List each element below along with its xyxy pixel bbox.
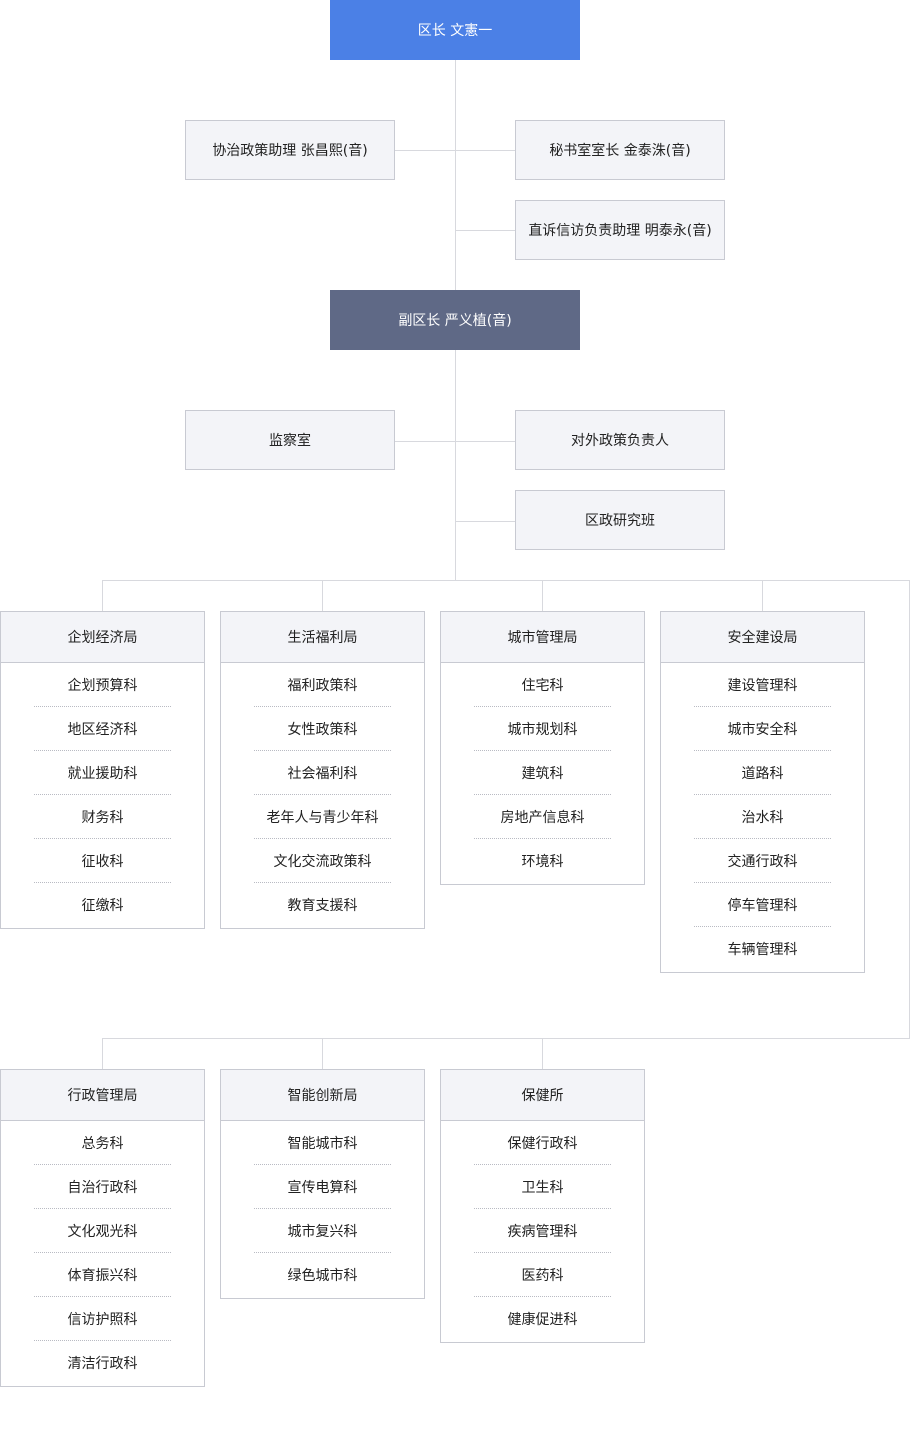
- section-list: 保健行政科卫生科疾病管理科医药科健康促进科: [441, 1121, 644, 1342]
- section-item[interactable]: 信访护照科: [34, 1297, 171, 1341]
- connector-row2-drop-1: [102, 1038, 103, 1069]
- section-item[interactable]: 清洁行政科: [67, 1355, 138, 1372]
- section-item[interactable]: 财务科: [34, 795, 171, 839]
- department-card: 保健所保健行政科卫生科疾病管理科医药科健康促进科: [440, 1069, 645, 1343]
- head-staff-left-box[interactable]: 协治政策助理 张昌熙(音): [185, 120, 395, 180]
- department-title[interactable]: 安全建设局: [661, 612, 864, 663]
- deputy-staff-right-top-box[interactable]: 对外政策负责人: [515, 410, 725, 470]
- section-list: 企划预算科地区经济科就业援助科财务科征收科征缴科: [1, 663, 204, 928]
- head-staff-right-bottom-label: 直诉信访负责助理 明泰永(音): [528, 223, 712, 239]
- section-item[interactable]: 交通行政科: [694, 839, 831, 883]
- section-item[interactable]: 疾病管理科: [474, 1209, 611, 1253]
- connector-row2-drop-2: [322, 1038, 323, 1069]
- head-label: 区长 文憲一: [417, 23, 493, 39]
- section-item[interactable]: 建设管理科: [694, 663, 831, 707]
- section-item[interactable]: 自治行政科: [34, 1165, 171, 1209]
- section-item[interactable]: 总务科: [34, 1121, 171, 1165]
- section-item[interactable]: 医药科: [474, 1253, 611, 1297]
- section-item[interactable]: 房地产信息科: [474, 795, 611, 839]
- section-item[interactable]: 征收科: [34, 839, 171, 883]
- section-item[interactable]: 宣传电算科: [254, 1165, 391, 1209]
- connector-deputy-right-bottom: [456, 521, 515, 522]
- department-card: 企划经济局企划预算科地区经济科就业援助科财务科征收科征缴科: [0, 611, 205, 929]
- section-item[interactable]: 卫生科: [474, 1165, 611, 1209]
- section-item[interactable]: 道路科: [694, 751, 831, 795]
- section-item[interactable]: 女性政策科: [254, 707, 391, 751]
- section-item[interactable]: 停车管理科: [694, 883, 831, 927]
- section-item[interactable]: 老年人与青少年科: [254, 795, 391, 839]
- department-card: 行政管理局总务科自治行政科文化观光科体育振兴科信访护照科清洁行政科: [0, 1069, 205, 1387]
- connector-head-right-top: [456, 150, 515, 151]
- section-item[interactable]: 体育振兴科: [34, 1253, 171, 1297]
- department-card: 生活福利局福利政策科女性政策科社会福利科老年人与青少年科文化交流政策科教育支援科: [220, 611, 425, 929]
- deputy-box[interactable]: 副区长 严义植(音): [330, 290, 580, 350]
- department-title[interactable]: 生活福利局: [221, 612, 424, 663]
- department-title[interactable]: 企划经济局: [1, 612, 204, 663]
- section-item[interactable]: 住宅科: [474, 663, 611, 707]
- section-item[interactable]: 教育支援科: [287, 897, 358, 914]
- connector-row1-drop-4: [762, 580, 763, 611]
- section-item[interactable]: 建筑科: [474, 751, 611, 795]
- connector-row1-horizontal: [102, 580, 910, 581]
- section-item[interactable]: 就业援助科: [34, 751, 171, 795]
- deputy-label: 副区长 严义植(音): [398, 313, 512, 329]
- section-item[interactable]: 征缴科: [81, 897, 124, 914]
- section-list: 建设管理科城市安全科道路科治水科交通行政科停车管理科车辆管理科: [661, 663, 864, 972]
- section-item[interactable]: 健康促进科: [507, 1311, 578, 1328]
- section-item[interactable]: 绿色城市科: [287, 1267, 358, 1284]
- head-staff-left-label: 协治政策助理 张昌熙(音): [212, 143, 368, 159]
- connector-row2-horizontal: [102, 1038, 910, 1039]
- deputy-staff-left-box[interactable]: 监察室: [185, 410, 395, 470]
- department-title[interactable]: 行政管理局: [1, 1070, 204, 1121]
- head-staff-right-bottom-box[interactable]: 直诉信访负责助理 明泰永(音): [515, 200, 725, 260]
- department-title[interactable]: 智能创新局: [221, 1070, 424, 1121]
- section-item[interactable]: 社会福利科: [254, 751, 391, 795]
- section-item[interactable]: 环境科: [521, 853, 564, 870]
- connector-head-right-bottom: [456, 230, 515, 231]
- section-item[interactable]: 治水科: [694, 795, 831, 839]
- connector-deputy-right-top: [456, 441, 515, 442]
- section-list: 总务科自治行政科文化观光科体育振兴科信访护照科清洁行政科: [1, 1121, 204, 1386]
- section-item[interactable]: 福利政策科: [254, 663, 391, 707]
- department-title[interactable]: 保健所: [441, 1070, 644, 1121]
- section-item[interactable]: 文化交流政策科: [254, 839, 391, 883]
- department-card: 城市管理局住宅科城市规划科建筑科房地产信息科环境科: [440, 611, 645, 885]
- department-title[interactable]: 城市管理局: [441, 612, 644, 663]
- department-card: 智能创新局智能城市科宣传电算科城市复兴科绿色城市科: [220, 1069, 425, 1299]
- head-staff-right-top-box[interactable]: 秘书室室长 金泰洙(音): [515, 120, 725, 180]
- connector-deputy-left: [395, 441, 455, 442]
- connector-row1-drop-3: [542, 580, 543, 611]
- section-list: 福利政策科女性政策科社会福利科老年人与青少年科文化交流政策科教育支援科: [221, 663, 424, 928]
- section-item[interactable]: 城市安全科: [694, 707, 831, 751]
- deputy-staff-right-bottom-box[interactable]: 区政研究班: [515, 490, 725, 550]
- section-item[interactable]: 智能城市科: [254, 1121, 391, 1165]
- section-item[interactable]: 车辆管理科: [727, 941, 798, 958]
- connector-row1-drop-1: [102, 580, 103, 611]
- section-item[interactable]: 城市复兴科: [254, 1209, 391, 1253]
- section-item[interactable]: 文化观光科: [34, 1209, 171, 1253]
- section-list: 智能城市科宣传电算科城市复兴科绿色城市科: [221, 1121, 424, 1298]
- connector-head-left: [395, 150, 455, 151]
- deputy-staff-left-label: 监察室: [269, 433, 311, 449]
- connector-row2-drop-3: [542, 1038, 543, 1069]
- deputy-staff-right-top-label: 对外政策负责人: [571, 433, 669, 449]
- section-item[interactable]: 城市规划科: [474, 707, 611, 751]
- deputy-staff-right-bottom-label: 区政研究班: [585, 513, 655, 529]
- section-item[interactable]: 保健行政科: [474, 1121, 611, 1165]
- head-box[interactable]: 区长 文憲一: [330, 0, 580, 60]
- section-item[interactable]: 地区经济科: [34, 707, 171, 751]
- connector-row1-drop-2: [322, 580, 323, 611]
- section-list: 住宅科城市规划科建筑科房地产信息科环境科: [441, 663, 644, 884]
- section-item[interactable]: 企划预算科: [34, 663, 171, 707]
- head-staff-right-top-label: 秘书室室长 金泰洙(音): [549, 143, 691, 159]
- department-card: 安全建设局建设管理科城市安全科道路科治水科交通行政科停车管理科车辆管理科: [660, 611, 865, 973]
